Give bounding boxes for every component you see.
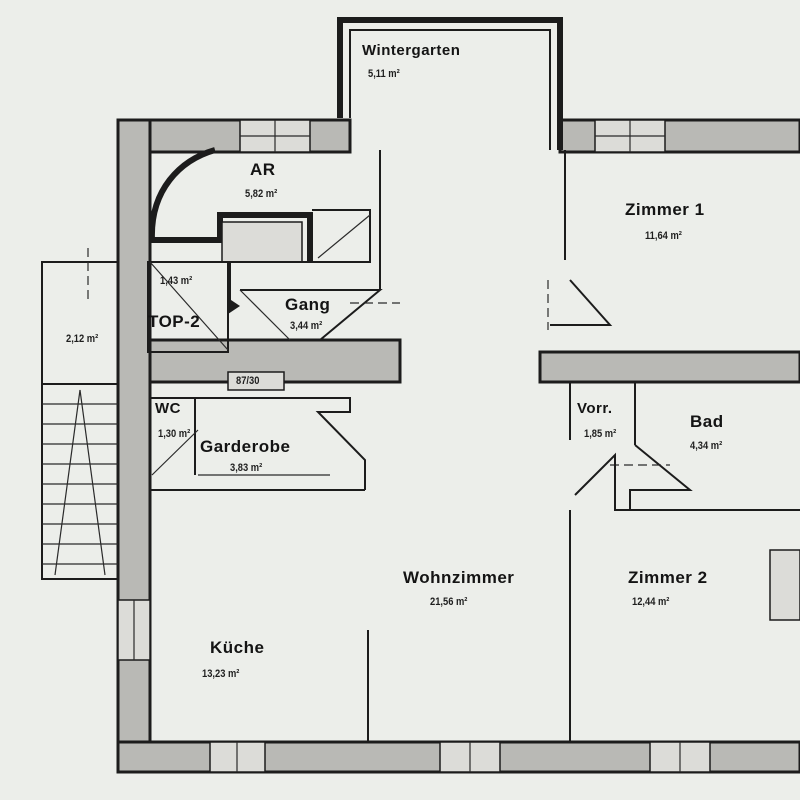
room-area-vorr: 1,85 m² — [584, 428, 617, 440]
room-area-top-2: 1,43 m² — [160, 275, 193, 287]
room-name-zimmer-1: Zimmer 1 — [625, 200, 705, 219]
room-area-stair-landing: 2,12 m² — [66, 333, 99, 345]
room-name-ar: AR — [250, 160, 276, 179]
wintergarten-outline — [337, 17, 563, 150]
room-name-wintergarten: Wintergarten — [362, 42, 461, 59]
room-area-garderobe: 3,83 m² — [230, 462, 263, 474]
entry-arrow-icon — [228, 298, 240, 314]
room-name-top-2: TOP-2 — [148, 312, 201, 331]
door-tag: 87/30 — [236, 375, 260, 387]
ar-curved-wall — [148, 147, 313, 262]
room-name-wohnzimmer: Wohnzimmer — [403, 568, 515, 587]
room-area-bad: 4,34 m² — [690, 440, 723, 452]
room-area-zimmer-2: 12,44 m² — [632, 596, 670, 608]
room-area-kueche: 13,23 m² — [202, 668, 240, 680]
staircase — [41, 248, 119, 580]
room-area-wohnzimmer: 21,56 m² — [430, 596, 468, 608]
room-name-garderobe: Garderobe — [200, 437, 291, 456]
room-area-wintergarten: 5,11 m² — [368, 68, 400, 80]
room-name-zimmer-2: Zimmer 2 — [628, 568, 708, 587]
room-name-bad: Bad — [690, 412, 724, 431]
windows — [117, 119, 800, 773]
room-area-wc: 1,30 m² — [158, 428, 191, 440]
door-tag-box — [227, 371, 285, 391]
ar-cabinet — [221, 221, 303, 263]
room-name-kueche: Küche — [210, 638, 265, 657]
room-area-zimmer-1: 11,64 m² — [645, 230, 682, 242]
room-area-ar: 5,82 m² — [245, 188, 278, 200]
room-name-gang: Gang — [285, 295, 331, 314]
room-name-vorr: Vorr. — [577, 400, 613, 417]
room-area-gang: 3,44 m² — [290, 320, 323, 332]
room-name-wc: WC — [155, 400, 181, 417]
